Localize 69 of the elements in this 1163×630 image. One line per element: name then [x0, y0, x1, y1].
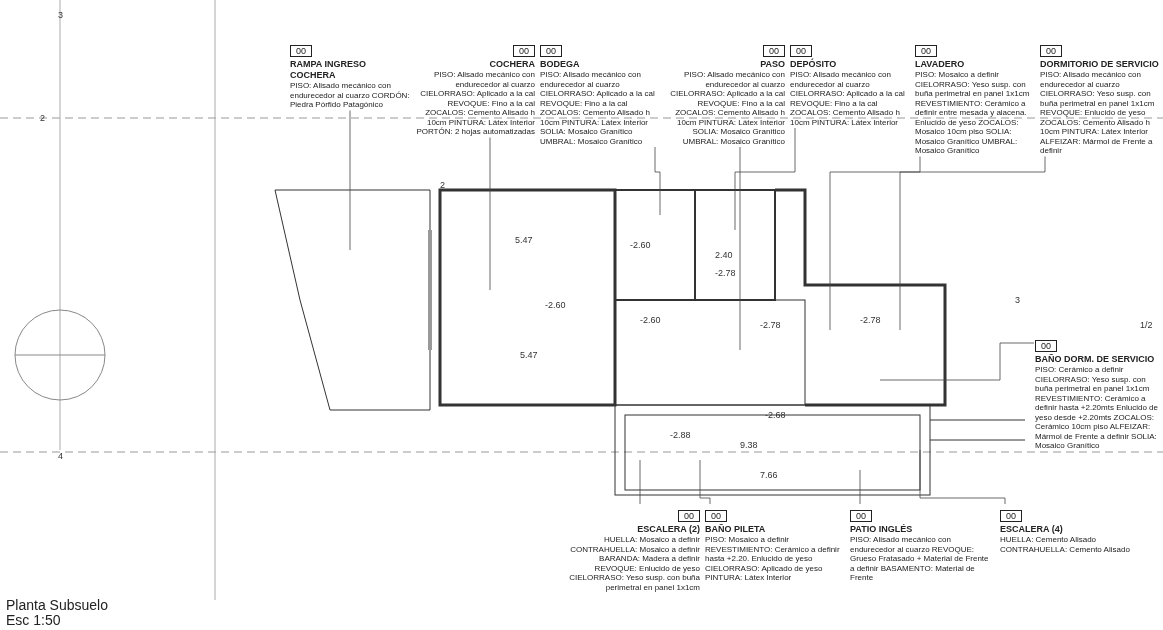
level-mark: -2.68	[765, 410, 786, 420]
room-tag: 00	[705, 510, 727, 522]
leader-line	[654, 146, 661, 216]
room-name: ESCALERA (4)	[1000, 524, 1064, 535]
leader-line	[919, 449, 1006, 505]
leader-line	[734, 127, 796, 231]
leader-line	[489, 137, 491, 291]
room-name: PATIO INGLÉS	[850, 524, 914, 535]
spec-text: PISO: Alisado mecánico con endurecedor al cuarzo REVOQUE: Grueso Fratasado + Material de Frente a definir BASAMENTO: Material de Frente	[850, 535, 990, 583]
room-name: BAÑO PILETA	[705, 524, 767, 535]
room-name: LAVADERO	[915, 59, 966, 70]
spec-text: PISO: Alisado mecánico con endurecedor al cuarzo CORDÓN: Piedra Pórfido Patagónico	[290, 81, 410, 110]
room-name: BODEGA	[540, 59, 581, 70]
dimension-text: 7.66	[760, 470, 778, 480]
spec-text: PISO: Cerámico a definir CIELORRASO: Yeso susp. con buña perimetral en panel 1x1cm REVESTIMIENTO: Cerámico a definir hasta +2.20mts Enlucido de yeso desde +2.20mts ZOCALOS: Cerámico 10cm piso ALFEIZAR: Mármol de Frente a definir SOLIA: Mosaico Granítico	[1035, 365, 1159, 451]
spec-text: PISO: Alisado mecánico con endurecedor al cuarzo CIELORRASO: Aplicado a la cal REVOQUE: Fino a la cal ZOCALOS: Cemento Alisado h 10cm PINTURA: Látex Interior PORTÓN: 2 hojas automatizadas	[415, 70, 535, 137]
grid-axis-number: 2	[40, 113, 45, 123]
drawing-title: Planta Subsuelo	[6, 597, 108, 613]
spec-text: PISO: Alisado mecánico con endurecedor al cuarzo CIELORRASO: Yeso susp. con buña perimetral en panel 1x1cm REVOQUE: Enlucido de yeso ZOCALOS: Cemento Alisado h 10cm PINTURA: Látex Interior ALFEIZAR: Mármol de Frente a definir	[1040, 70, 1156, 156]
level-mark: -2.78	[715, 268, 736, 278]
room-tag: 00	[790, 45, 812, 57]
room-tag: 00	[763, 45, 785, 57]
dimension-text: 5.47	[515, 235, 533, 245]
room-tag: 00	[1035, 340, 1057, 352]
room-tag: 00	[513, 45, 535, 57]
leader-line	[859, 469, 861, 505]
level-mark: -2.78	[760, 320, 781, 330]
spec-text: PISO: Mosaico a definir CIELORRASO: Yeso susp. con buña perimetral en panel 1x1cm REVESTIMIENTO: Cerámico a definir entre mesada y alacena. Enlucido de yeso ZOCALOS: Mosaico 10cm piso SOLIA: Mosaico Granítico UMBRAL: Mosaico Granítico	[915, 70, 1031, 156]
spec-text: PISO: Mosaico a definir REVESTIMIENTO: Cerámico a definir hasta +2.20. Enlucido de yeso CIELORRASO: Aplicado de yeso PINTURA: Látex Interior	[705, 535, 841, 583]
spec-text: PISO: Alisado mecánico con endurecedor al cuarzo CIELORRASO: Aplicado a la cal REVOQUE: Fino a la cal ZOCALOS: Cemento Alisado h 10cm PINTURA: Látex Interior SOLIA: Mosaico Granítico UMBRAL: Mosaico Granítico	[540, 70, 656, 146]
room-name: BAÑO DORM. DE SERVICIO	[1035, 354, 1156, 365]
room-name: ESCALERA (2)	[636, 524, 700, 535]
grid-axis-number: 3	[58, 10, 63, 20]
level-mark: -2.88	[670, 430, 691, 440]
dimension-text: 9.38	[740, 440, 758, 450]
room-tag: 00	[540, 45, 562, 57]
room-name: DORMITORIO DE SERVICIO	[1040, 59, 1160, 70]
room-tag: 00	[850, 510, 872, 522]
level-mark: -2.60	[630, 240, 651, 250]
spec-text: PISO: Alisado mecánico con endurecedor al cuarzo CIELORRASO: Aplicado a la cal REVOQUE: Fino a la cal ZOCALOS: Cemento Alisado h 10cm PINTURA: Látex Interior SOLIA: Mosaico Granítico UMBRAL: Mosaico Granítico	[669, 70, 785, 146]
leader-line	[879, 342, 1035, 381]
grid-axis-number: 3	[1015, 295, 1020, 305]
room-tag: 00	[678, 510, 700, 522]
leader-line	[699, 459, 711, 505]
dimension-text: 2.40	[715, 250, 733, 260]
grid-axis-number: 2	[440, 180, 445, 190]
scale-note: Esc 1:50	[6, 612, 61, 628]
dimension-text: 5.47	[520, 350, 538, 360]
level-mark: -2.60	[545, 300, 566, 310]
room-tag: 00	[1000, 510, 1022, 522]
room-name: COCHERA	[488, 59, 535, 70]
spec-text: PISO: Alisado mecánico con endurecedor al cuarzo CIELORRASO: Aplicado a la cal REVOQUE: Fino a la cal ZOCALOS: Cemento Alisado h 10cm PINTURA: Látex Interior	[790, 70, 906, 127]
dimension-text: 1/2	[1140, 320, 1153, 330]
room-tag: 00	[915, 45, 937, 57]
level-mark: -2.60	[640, 315, 661, 325]
room-name: PASO	[759, 59, 785, 70]
room-tag: 00	[1040, 45, 1062, 57]
room-name: RAMPA INGRESO COCHERA	[290, 59, 367, 81]
grid-axis-number: 4	[58, 451, 63, 461]
leader-line	[349, 110, 351, 251]
room-tag: 00	[290, 45, 312, 57]
leader-line	[639, 459, 641, 505]
room-name: DEPÓSITO	[790, 59, 838, 70]
leader-line	[829, 156, 921, 331]
leader-line	[739, 146, 741, 351]
level-mark: -2.78	[860, 315, 881, 325]
leader-line	[899, 156, 1046, 331]
spec-text: HUELLA: Mosaico a definir CONTRAHUELLA: Mosaico a definir BARANDA: Madera a definir REVOQUE: Enlucido de yeso CIELORRASO: Yeso susp. con buña perimetral en panel 1x1cm	[568, 535, 700, 592]
spec-text: HUELLA: Cemento Alisado CONTRAHUELLA: Cemento Alisado	[1000, 535, 1131, 554]
